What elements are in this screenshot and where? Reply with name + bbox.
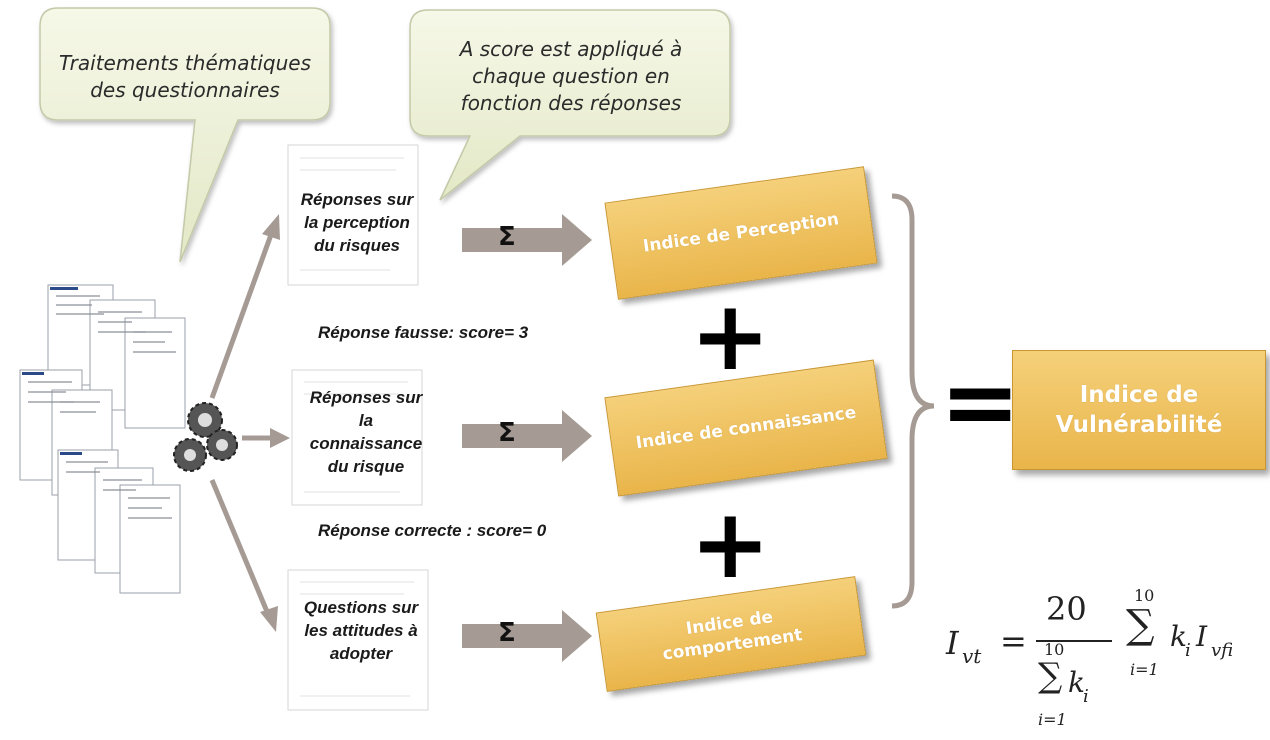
sum-arrow-comportement [462,610,592,662]
callout-right-text: A score est appliqué à chaque question e… [412,36,730,117]
callout-bubble-left [39,7,331,263]
result-box-vulnerabilite: Indice de Vulnérabilité [1012,350,1266,470]
score-wrong: Réponse fausse: score= 3 [318,323,529,342]
formula-sum: ∑ [1126,602,1155,648]
plus-sign-2: + [690,488,771,600]
sigma-connaissance: Σ [498,418,516,448]
callout-right-line-3: fonction des réponses [460,91,682,115]
formula-equals: = [1000,622,1027,660]
callout-left-line-2: des questionnaires [90,78,280,102]
formula-denom-sum: ∑ [1038,656,1063,696]
response-connaissance-line-3: connaissance [309,434,423,453]
plus-sign-1: + [690,280,771,392]
formula-sum-upper: 10 [1134,586,1155,605]
callout-right-line-1: A score est appliqué à [459,37,683,61]
response-attitudes-line-2: les attitudes à [304,621,418,640]
result-label: Indice de Vulnérabilité [1056,380,1223,440]
response-connaissance-line-2: la [358,411,374,430]
response-label-attitudes: Questions sur les attitudes à adopter [276,596,446,665]
callout-bubble-right [409,9,731,201]
response-attitudes-line-1: Questions sur [303,598,419,617]
sigma-comportement: Σ [498,618,516,648]
index-comportement-label: Indice de comportement [658,602,804,665]
formula-denom-k: k [1068,666,1085,699]
equals-sign: = [940,346,1021,458]
score-correct: Réponse correcte : score= 0 [318,521,547,540]
response-label-perception: Réponses sur la perception du risques [282,188,432,257]
formula-denom-k-sub: i [1083,686,1089,707]
response-perception-line-3: du risques [314,236,400,255]
formula-lhs: I [946,624,959,662]
formula-I-sub: vfi [1211,640,1234,661]
response-connaissance-line-4: du risque [327,457,405,476]
formula-k: k [1170,620,1187,653]
formula-lhs-sub: vt [962,644,982,668]
sum-arrow-connaissance [462,410,592,462]
response-perception-line-1: Réponses sur [300,190,414,209]
formula-k-sub: i [1185,640,1191,661]
sum-arrows [462,214,592,662]
result-line-1: Indice de [1079,382,1199,408]
response-connaissance-line-1: Réponses sur [309,388,423,407]
vulnerability-formula: I vt = 20 10 ∑ k i i=1 10 ∑ i=1 k i I vf… [940,586,1260,736]
formula-denom-lower: i=1 [1038,710,1067,729]
formula-denom-upper: 10 [1044,640,1065,659]
index-perception-label: Indice de Perception [641,209,841,257]
callout-left-text: Traitements thématiques des questionnair… [40,50,330,104]
gears-icon [173,402,238,472]
branch-arrows [209,214,290,632]
index-connaissance-label: Indice de connaissance [634,402,858,454]
response-perception-line-2: la perception [304,213,410,232]
response-sheet-lines [300,157,414,697]
response-attitudes-line-3: adopter [329,644,393,663]
formula-I: I [1196,620,1208,653]
formula-fraction-bar [1036,640,1112,642]
formula-sum-lower: i=1 [1130,660,1159,679]
sigma-perception: Σ [498,222,516,252]
response-label-connaissance: Réponses sur la connaissance du risque [286,386,446,478]
grouping-brace [891,193,935,609]
sum-arrow-perception [462,214,592,266]
questionnaire-pages-stack [19,284,186,594]
formula-numerator: 20 [1046,590,1087,628]
response-sheets [287,144,429,711]
questionnaire-pages-lines [28,295,176,519]
callout-right-line-2: chaque question en [472,64,670,88]
callout-left-line-1: Traitements thématiques [59,51,311,75]
page-header-marks [22,287,82,455]
result-line-2: Vulnérabilité [1055,412,1223,438]
